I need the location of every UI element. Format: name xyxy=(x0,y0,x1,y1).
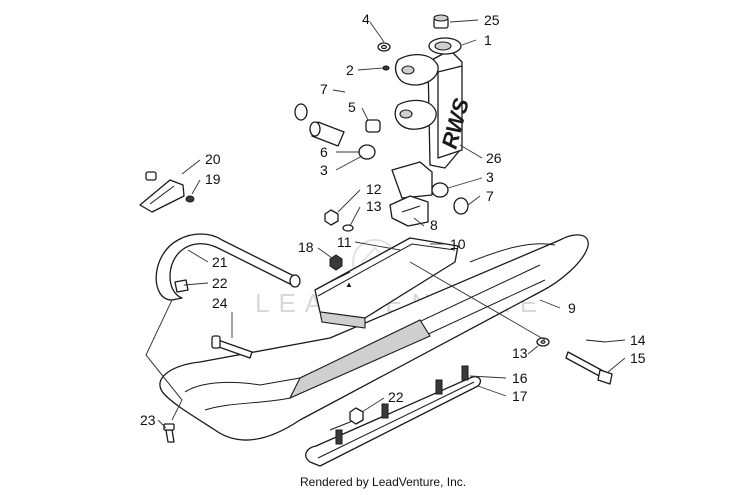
cotter-pin-part-14 xyxy=(585,339,606,343)
callout-6: 6 xyxy=(320,144,328,160)
bushing-part-5 xyxy=(365,119,381,133)
clip-part-22-upper xyxy=(174,279,189,293)
callout-16: 16 xyxy=(512,370,528,386)
callout-7b: 7 xyxy=(486,188,494,204)
washer-part-4 xyxy=(377,42,391,52)
callout-20: 20 xyxy=(205,151,221,167)
nut-part-18 xyxy=(329,254,343,271)
callout-22b: 22 xyxy=(388,389,404,405)
credit-text: Rendered by LeadVenture, Inc. xyxy=(300,475,466,489)
callout-26: 26 xyxy=(486,150,502,166)
bolt-part-20 xyxy=(145,171,157,181)
bushing-part-7-left xyxy=(294,103,308,121)
callout-7a: 7 xyxy=(320,81,328,97)
callout-11: 11 xyxy=(337,234,352,250)
callout-10: 10 xyxy=(450,236,466,252)
callout-1: 1 xyxy=(484,32,492,48)
bolt-part-15 xyxy=(565,351,613,385)
callout-22a: 22 xyxy=(212,275,228,291)
callout-21: 21 xyxy=(212,254,228,270)
callout-17: 17 xyxy=(512,388,528,404)
bracket-part-19 xyxy=(139,179,185,213)
callout-4: 4 xyxy=(362,11,370,27)
svg-text:▲: ▲ xyxy=(345,280,353,289)
callout-12: 12 xyxy=(366,181,382,197)
cap-part-25 xyxy=(433,14,449,29)
callout-3b: 3 xyxy=(486,169,494,185)
wear-bar-part-16 xyxy=(305,365,482,467)
callout-labels: 1 2 3 3 4 5 6 7 7 8 9 10 11 12 13 13 14 … xyxy=(140,11,646,428)
callout-13b: 13 xyxy=(512,345,528,361)
callout-14: 14 xyxy=(630,332,646,348)
callout-15: 15 xyxy=(630,350,646,366)
ski-loop-part-21 xyxy=(155,233,301,301)
spring-clip-part-8 xyxy=(389,195,429,227)
washer-part-13-lower xyxy=(536,337,550,347)
callout-9: 9 xyxy=(568,300,576,316)
bolt-axis-line xyxy=(409,261,546,341)
washer-part-13-upper xyxy=(342,224,354,232)
sleeve-part-6 xyxy=(309,121,345,147)
nut-part-12 xyxy=(324,209,339,226)
nut-part-19 xyxy=(185,195,195,203)
bushing-part-3-right xyxy=(431,182,449,198)
leader-lines xyxy=(157,19,626,429)
bolt-part-24 xyxy=(211,335,253,359)
callout-8: 8 xyxy=(430,217,438,233)
callout-2: 2 xyxy=(346,62,354,78)
callout-23: 23 xyxy=(140,412,156,428)
bushing-part-3-left xyxy=(358,144,376,160)
ski-part-9 xyxy=(159,234,589,441)
rws-decal-part-26: RWS xyxy=(437,65,474,159)
callout-24: 24 xyxy=(212,295,228,311)
callout-3a: 3 xyxy=(320,162,328,178)
bushing-part-7-right xyxy=(453,197,469,215)
callout-25: 25 xyxy=(484,12,500,28)
callout-13a: 13 xyxy=(366,198,382,214)
ski-saddle-part-10: ▲ xyxy=(314,237,459,329)
callout-5: 5 xyxy=(348,99,356,115)
bolt-part-23 xyxy=(163,423,175,443)
callout-19: 19 xyxy=(205,171,221,187)
nut-part-22-lower xyxy=(349,407,364,425)
callout-18: 18 xyxy=(298,239,314,255)
grease-fitting-part-2 xyxy=(382,65,390,71)
